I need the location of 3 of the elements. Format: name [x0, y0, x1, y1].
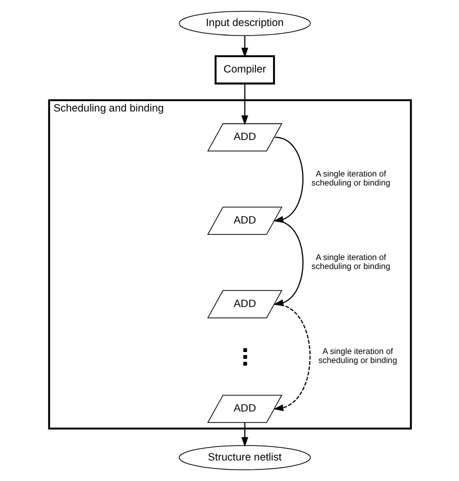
edge-label: A single iteration of scheduling or binding [311, 252, 390, 272]
edge-label: A single iteration of scheduling or binding [311, 168, 390, 188]
edge-label: A single iteration of scheduling or binding [318, 346, 397, 366]
